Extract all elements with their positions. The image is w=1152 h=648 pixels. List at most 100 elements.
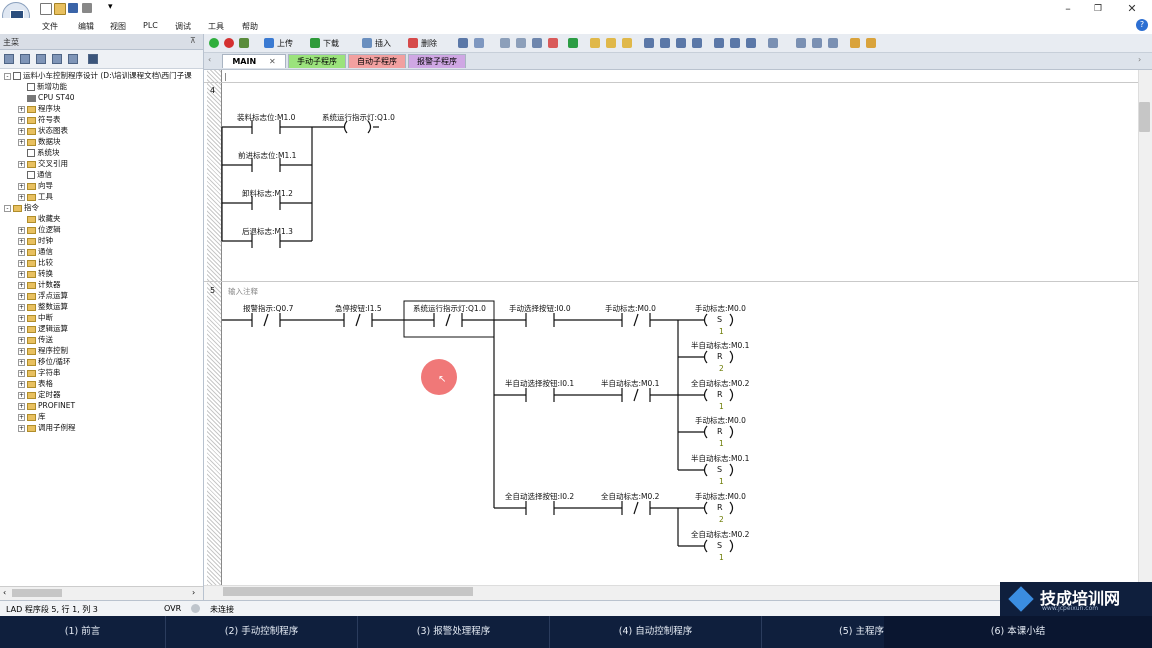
lesson-6-active[interactable]: (6) 本课小结 xyxy=(884,616,1152,648)
branch-icon-a[interactable] xyxy=(644,38,654,48)
menu-debug[interactable]: 调试 xyxy=(175,22,191,31)
tree-item[interactable]: +库 xyxy=(0,411,203,422)
tree-item[interactable]: +数据块 xyxy=(0,136,203,147)
compile-icon[interactable] xyxy=(239,38,249,48)
contact-icon[interactable] xyxy=(714,38,724,48)
tree-item[interactable]: +传送 xyxy=(0,334,203,345)
tree-item[interactable]: +符号表 xyxy=(0,114,203,125)
tree-item[interactable]: 新增功能 xyxy=(0,81,203,92)
coil-label[interactable]: 全自动标志:M0.2 xyxy=(691,379,750,388)
tree-item[interactable]: +中断 xyxy=(0,312,203,323)
restore-button[interactable]: ❐ xyxy=(1093,4,1103,14)
toolbar-icon-c[interactable] xyxy=(532,38,542,48)
panel-pin-icon[interactable]: ⊼ xyxy=(190,36,196,45)
tree-expand-icon[interactable]: + xyxy=(18,226,25,234)
tree-item[interactable]: +表格 xyxy=(0,378,203,389)
quick-access-dropdown-icon[interactable]: ▾ xyxy=(108,2,113,12)
tree-expand-icon[interactable]: + xyxy=(18,160,25,168)
tree-expand-icon[interactable]: + xyxy=(18,347,25,355)
tree-expand-icon[interactable]: + xyxy=(18,391,25,399)
tab-scroll-right-icon[interactable]: › xyxy=(1138,55,1142,64)
toolbar-icon-f[interactable] xyxy=(590,38,600,48)
tree-scroll-thumb[interactable] xyxy=(12,589,62,597)
tree-item[interactable]: +工具 xyxy=(0,191,203,202)
tree-item[interactable]: +位逻辑 xyxy=(0,224,203,235)
tree-item[interactable]: +状态图表 xyxy=(0,125,203,136)
tree-expand-icon[interactable]: + xyxy=(18,105,25,113)
contact-label[interactable]: 手动选择按钮:I0.0 xyxy=(509,304,571,313)
contact-label[interactable]: 装料标志位:M1.0 xyxy=(237,113,296,122)
tree-expand-icon[interactable]: + xyxy=(18,314,25,322)
contact-label[interactable]: 系统运行指示灯:Q1.0 xyxy=(413,304,486,313)
toolbar-icon-l[interactable] xyxy=(828,38,838,48)
tree-item[interactable]: +时钟 xyxy=(0,235,203,246)
help-icon[interactable]: ? xyxy=(1136,19,1148,31)
scroll-left-icon[interactable]: ‹ xyxy=(3,588,7,597)
insert-icon[interactable] xyxy=(362,38,372,48)
tree-expand-icon[interactable]: - xyxy=(4,72,11,80)
coil-label[interactable]: 半自动标志:M0.1 xyxy=(691,341,750,350)
monitor-icon[interactable] xyxy=(458,38,468,48)
tree-item[interactable]: +字符串 xyxy=(0,367,203,378)
contact-label[interactable]: 半自动标志:M0.1 xyxy=(601,379,660,388)
tree-item[interactable]: +向导 xyxy=(0,180,203,191)
contact-label[interactable]: 全自动标志:M0.2 xyxy=(601,492,660,501)
tree-expand-icon[interactable]: + xyxy=(18,127,25,135)
lesson-2[interactable]: (2) 手动控制程序 xyxy=(166,616,358,648)
tree-expand-icon[interactable]: + xyxy=(18,292,25,300)
branch-icon-b[interactable] xyxy=(660,38,670,48)
menu-view[interactable]: 视图 xyxy=(110,22,126,31)
contact-label[interactable]: 全自动选择按钮:I0.2 xyxy=(505,492,575,501)
tree-item[interactable]: +转换 xyxy=(0,268,203,279)
toolbar-icon-b[interactable] xyxy=(516,38,526,48)
tree-item[interactable]: +程序块 xyxy=(0,103,203,114)
tree-item[interactable]: +整数运算 xyxy=(0,301,203,312)
tree-item[interactable]: +定时器 xyxy=(0,389,203,400)
tree-expand-icon[interactable]: + xyxy=(18,402,25,410)
contact-label[interactable]: 急停按钮:I1.5 xyxy=(335,304,382,313)
contact-label[interactable]: 手动标志:M0.0 xyxy=(605,304,656,313)
tab-alarm-subroutine[interactable]: 报警子程序 xyxy=(408,54,466,68)
save-icon[interactable] xyxy=(68,3,78,13)
tree-expand-icon[interactable]: + xyxy=(18,303,25,311)
coil-label[interactable]: 手动标志:M0.0 xyxy=(695,304,746,313)
tree-expand-icon[interactable]: + xyxy=(18,193,25,201)
ladder-editor[interactable]: | 4 5 输入注释 xyxy=(204,70,1138,585)
print-icon[interactable] xyxy=(82,3,92,13)
branch-icon-c[interactable] xyxy=(676,38,686,48)
menu-file[interactable]: 文件 xyxy=(42,22,58,31)
status-icon[interactable] xyxy=(36,54,46,64)
toolbar-icon-d[interactable] xyxy=(548,38,558,48)
download-icon[interactable] xyxy=(310,38,320,48)
toolbar-icon-e[interactable] xyxy=(568,38,578,48)
insert-button[interactable]: 插入 xyxy=(375,39,391,48)
pause-monitor-icon[interactable] xyxy=(474,38,484,48)
comm-icon[interactable] xyxy=(88,54,98,64)
vertical-scroll-thumb[interactable] xyxy=(1139,102,1150,132)
tab-auto-subroutine[interactable]: 自动子程序 xyxy=(348,54,406,68)
horizontal-scroll-thumb[interactable] xyxy=(223,587,473,596)
tab-close-icon[interactable]: ✕ xyxy=(268,57,276,66)
tree-item[interactable]: 通信 xyxy=(0,169,203,180)
tree-expand-icon[interactable]: + xyxy=(18,237,25,245)
box-icon[interactable] xyxy=(746,38,756,48)
tree-item[interactable]: 系统块 xyxy=(0,147,203,158)
toolbar-icon-n[interactable] xyxy=(866,38,876,48)
tree-item[interactable]: +调用子例程 xyxy=(0,422,203,433)
contact-label[interactable]: 后退标志:M1.3 xyxy=(242,227,293,236)
upload-icon[interactable] xyxy=(264,38,274,48)
upload-button[interactable]: 上传 xyxy=(277,39,293,48)
tree-expand-icon[interactable]: + xyxy=(18,281,25,289)
tree-expand-icon[interactable]: + xyxy=(18,182,25,190)
system-block-icon[interactable] xyxy=(68,54,78,64)
tree-item[interactable]: +PROFINET xyxy=(0,400,203,411)
coil-label[interactable]: 半自动标志:M0.1 xyxy=(691,454,750,463)
tree-expand-icon[interactable]: + xyxy=(18,336,25,344)
tree-expand-icon[interactable]: + xyxy=(18,259,25,267)
menu-help[interactable]: 帮助 xyxy=(242,22,258,31)
tree-item[interactable]: -运料小车控制程序设计 (D:\培训课程文档\西门子课 xyxy=(0,70,203,81)
minimize-button[interactable]: – xyxy=(1065,2,1071,15)
tree-expand-icon[interactable]: - xyxy=(4,204,11,212)
tree-expand-icon[interactable]: + xyxy=(18,413,25,421)
tree-item[interactable]: +浮点运算 xyxy=(0,290,203,301)
